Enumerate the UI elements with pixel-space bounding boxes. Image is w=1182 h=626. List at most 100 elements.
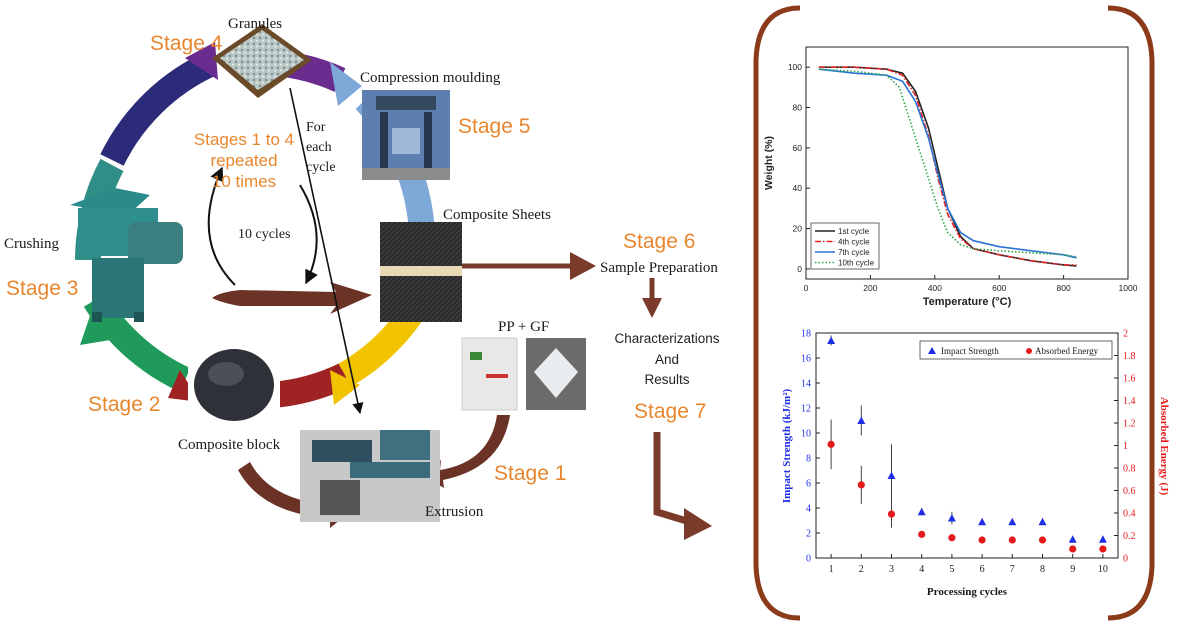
impact-y-tick-label: 18 xyxy=(801,329,811,340)
results-bracket xyxy=(753,5,1155,621)
legend-impact-marker xyxy=(928,347,936,354)
svg-text:10 times: 10 times xyxy=(212,172,276,191)
pp-gf-label: PP + GF xyxy=(498,319,549,335)
extruder-image xyxy=(300,430,440,522)
tga-y-tick-label: 40 xyxy=(793,183,803,193)
absorbed-energy-point xyxy=(857,481,865,489)
impact-y2-tick-label: 1.4 xyxy=(1123,396,1136,407)
stage-3-label: Stage 3 xyxy=(6,277,78,300)
stage-4-label: Stage 4 xyxy=(150,32,223,55)
svg-text:repeated: repeated xyxy=(210,151,277,170)
tga-x-tick-label: 200 xyxy=(863,283,877,293)
impact-strength-point xyxy=(857,416,866,424)
absorbed-energy-point xyxy=(1099,545,1107,553)
impact-x-axis-label: Processing cycles xyxy=(927,586,1008,598)
tga-x-tick-label: 600 xyxy=(992,283,1006,293)
svg-text:For: For xyxy=(306,120,326,135)
impact-strength-point xyxy=(1008,517,1017,526)
absorbed-energy-point xyxy=(978,536,986,544)
absorbed-energy-point xyxy=(827,440,835,448)
tga-y-axis-label: Weight (%) xyxy=(763,136,775,190)
absorbed-energy-point xyxy=(887,510,896,518)
inner-return-arrow xyxy=(212,282,372,314)
tga-x-axis-label: Temperature (°C) xyxy=(923,296,1012,308)
inner-cycle-arrows xyxy=(207,87,364,415)
impact-y2-tick-label: 2 xyxy=(1123,329,1128,340)
composite-block-label: Composite block xyxy=(178,437,281,453)
impact-y2-tick-label: 1 xyxy=(1123,441,1128,452)
svg-text:Characterizations: Characterizations xyxy=(614,331,719,346)
legend-impact-label: Impact Strength xyxy=(941,346,999,356)
characterizations-label: Characterizations And Results xyxy=(614,331,719,387)
tga-x-tick-label: 400 xyxy=(928,283,942,293)
absorbed-energy-point xyxy=(1008,536,1016,544)
absorbed-energy-point xyxy=(1069,545,1077,553)
sample-preparation-label: Sample Preparation xyxy=(600,260,718,276)
tga-legend-label: 4th cycle xyxy=(838,238,870,247)
impact-strength-point xyxy=(1098,535,1107,543)
impact-y2-axis-label: Absorbed Energy (J) xyxy=(1158,397,1170,496)
impact-y2-tick-label: 0.6 xyxy=(1123,486,1136,497)
granules-image xyxy=(212,24,312,98)
crusher-image xyxy=(70,188,183,322)
tga-x-tick-label: 0 xyxy=(804,283,809,293)
pp-gf-images xyxy=(461,337,586,411)
svg-text:Results: Results xyxy=(644,372,689,387)
impact-y-axis-label: Impact Strength (kJ/m²) xyxy=(781,389,793,504)
svg-text:Stages 1 to 4: Stages 1 to 4 xyxy=(194,130,294,149)
stage-1-label: Stage 1 xyxy=(494,462,566,485)
tga-y-tick-label: 80 xyxy=(793,103,803,113)
impact-y-tick-label: 16 xyxy=(801,354,811,365)
flow-arrows xyxy=(462,252,712,540)
impact-y-tick-label: 12 xyxy=(801,404,811,415)
tga-y-tick-label: 100 xyxy=(788,62,802,72)
tga-x-tick-label: 1000 xyxy=(1119,283,1138,293)
impact-strength-point xyxy=(1038,517,1047,526)
impact-y2-tick-label: 1.6 xyxy=(1123,374,1136,385)
impact-y2-tick-label: 0.2 xyxy=(1123,531,1136,542)
tga-series-line-4 xyxy=(818,68,1077,258)
impact-x-tick-label: 6 xyxy=(980,564,985,575)
extrusion-label: Extrusion xyxy=(425,504,484,520)
impact-y2-tick-label: 1.8 xyxy=(1123,351,1136,362)
stage-6-label: Stage 6 xyxy=(623,230,695,253)
impact-strength-point xyxy=(978,517,987,526)
impact-y-tick-label: 4 xyxy=(806,504,811,515)
impact-x-tick-label: 7 xyxy=(1010,564,1015,575)
absorbed-energy-point xyxy=(1038,536,1047,544)
stage-7-label: Stage 7 xyxy=(634,400,706,423)
impact-x-tick-label: 10 xyxy=(1098,564,1108,575)
stage1-feed-arrow xyxy=(420,415,510,488)
impact-x-tick-label: 5 xyxy=(949,564,954,575)
granules-label: Granules xyxy=(228,16,282,32)
for-each-cycle-note: For each cycle xyxy=(306,120,336,175)
compression-moulding-label: Compression moulding xyxy=(360,70,501,86)
impact-y-tick-label: 2 xyxy=(806,529,811,540)
impact-x-tick-label: 2 xyxy=(859,564,864,575)
composite-block-image xyxy=(188,343,280,425)
tga-legend-label: 7th cycle xyxy=(838,248,870,257)
tga-y-tick-label: 60 xyxy=(793,143,803,153)
crushing-label: Crushing xyxy=(4,236,60,252)
tga-legend-label: 10th cycle xyxy=(838,259,875,268)
impact-y-tick-label: 6 xyxy=(806,479,811,490)
impact-strength-point xyxy=(917,507,926,516)
svg-text:cycle: cycle xyxy=(306,160,336,175)
impact-x-tick-label: 4 xyxy=(919,564,924,575)
impact-x-tick-label: 9 xyxy=(1070,564,1075,575)
tga-legend-label: 1st cycle xyxy=(838,227,870,236)
ring-arrowheads xyxy=(80,42,362,405)
stage-5-label: Stage 5 xyxy=(458,115,530,138)
impact-x-tick-label: 8 xyxy=(1040,564,1045,575)
impact-x-tick-label: 1 xyxy=(829,564,834,575)
compression-moulding-image xyxy=(362,90,450,180)
stage-2-label: Stage 2 xyxy=(88,393,160,416)
impact-y-tick-label: 8 xyxy=(806,454,811,465)
composite-sheets-image xyxy=(380,222,462,322)
repeat-note: Stages 1 to 4 repeated 10 times xyxy=(194,130,294,191)
impact-y2-tick-label: 1.2 xyxy=(1123,419,1136,430)
